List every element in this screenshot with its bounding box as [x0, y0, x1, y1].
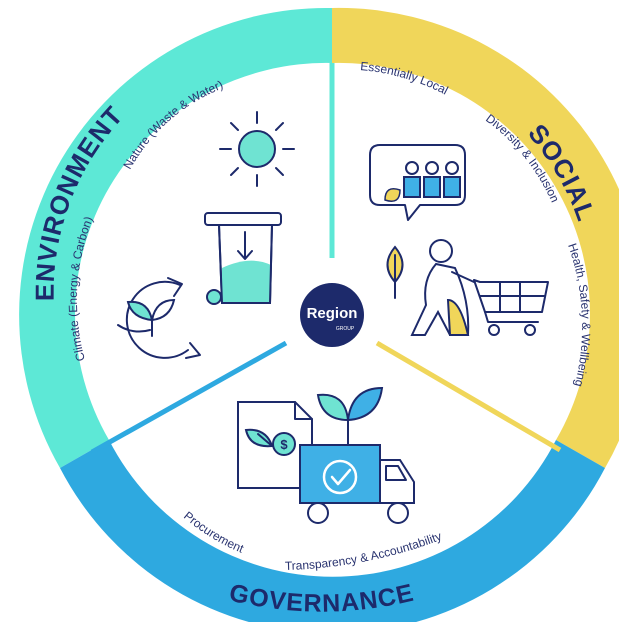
ring-governance — [60, 440, 605, 622]
sun-icon — [219, 111, 295, 187]
ring-social — [332, 7, 619, 468]
document-dollar-icon: $ — [237, 401, 313, 489]
svg-text:GROUP: GROUP — [336, 326, 355, 332]
svg-text:Region: Region — [307, 305, 358, 322]
dividers — [90, 63, 562, 455]
recycle-leaf-icon — [117, 277, 201, 359]
region-group-logo: Region GROUP — [300, 283, 364, 347]
waste-bin-icon — [204, 212, 282, 305]
delivery-truck-icon — [299, 444, 415, 524]
community-people-icon — [369, 144, 466, 221]
shopper-trolley-icon — [410, 239, 549, 336]
leaf-icon — [384, 188, 404, 299]
plant-sprout-icon — [316, 386, 384, 446]
svg-text:$: $ — [280, 437, 288, 452]
ring-environment — [19, 7, 332, 469]
